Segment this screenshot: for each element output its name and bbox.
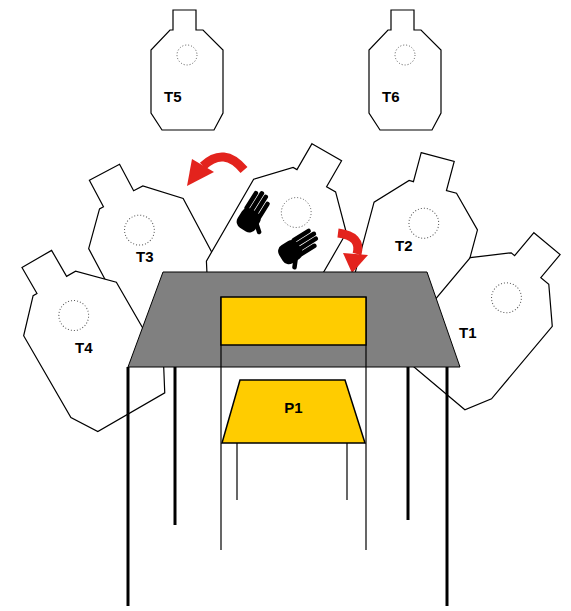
node-label: T6	[382, 89, 400, 104]
shooting-target: T5	[150, 10, 224, 130]
shooting-target: T1	[437, 225, 547, 405]
node-label: T4	[75, 340, 93, 355]
node-label: T2	[395, 238, 413, 253]
target-outline	[150, 10, 224, 130]
node-label: P1	[284, 400, 302, 415]
target-outline	[368, 10, 442, 130]
hand-symbol	[275, 226, 327, 273]
hand-symbol	[234, 187, 281, 239]
shooting-target: T4	[30, 245, 140, 425]
chair-seat: P1	[222, 380, 365, 443]
rotation-arrow	[187, 157, 244, 186]
node-label: T3	[136, 249, 154, 264]
node-label: T5	[164, 89, 182, 104]
node-label: T1	[459, 325, 477, 340]
shooting-target: T6	[368, 10, 442, 130]
